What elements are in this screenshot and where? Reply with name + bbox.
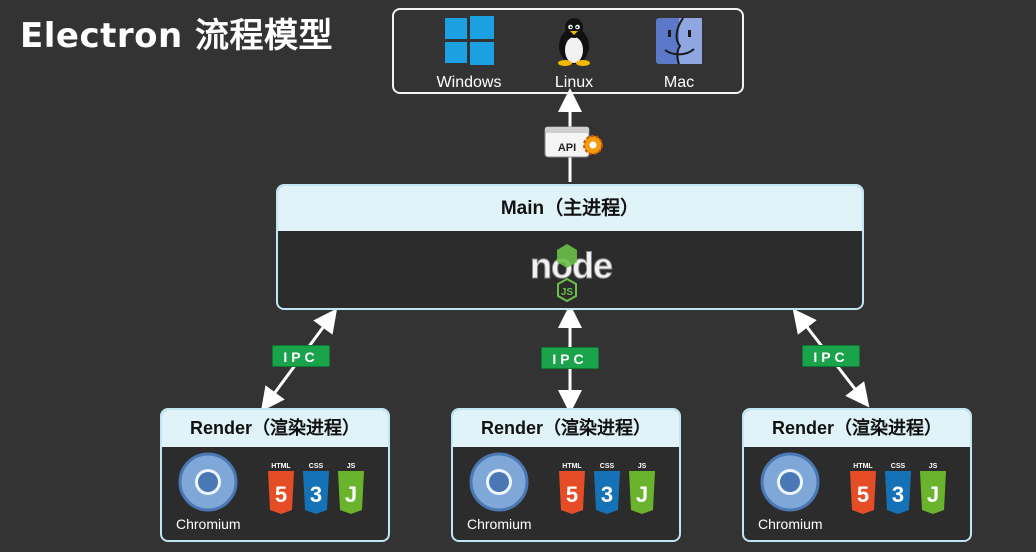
windows-icon — [445, 16, 494, 65]
css3-icon — [303, 471, 329, 514]
js-icon — [338, 471, 364, 514]
render-process-box-3: Render（渲染进程） Chromium HTML 5 CSS 3 JS J — [742, 408, 972, 542]
chromium-label: Chromium — [176, 516, 241, 532]
os-mac: Mac — [639, 16, 719, 92]
nodejs-badge-text: JS — [561, 287, 574, 298]
render-process-title: Render（渲染进程） — [162, 410, 388, 447]
html5-icon — [850, 471, 876, 514]
chromium-icon — [760, 452, 820, 512]
nodejs-logo-text: node — [530, 245, 612, 286]
linux-tux-icon — [558, 18, 590, 66]
svg-text:JS: JS — [347, 463, 356, 470]
os-mac-label: Mac — [663, 74, 695, 91]
api-badge: API — [544, 124, 604, 158]
chromium-label: Chromium — [758, 516, 823, 532]
api-label: API — [558, 142, 576, 154]
render-process-box-1: Render（渲染进程） Chromium HTML 5 CSS 3 JS J — [160, 408, 390, 542]
ipc-label-right: IPC — [802, 345, 860, 367]
css3-icon — [594, 471, 620, 514]
os-windows: Windows — [429, 16, 509, 92]
os-linux-label: Linux — [554, 74, 594, 91]
web-tech-icons: HTML 5 CSS 3 JS J — [559, 463, 655, 514]
svg-text:HTML: HTML — [562, 463, 582, 470]
svg-text:HTML: HTML — [271, 463, 291, 470]
render-process-title: Render（渲染进程） — [744, 410, 970, 447]
chromium-icon — [469, 452, 529, 512]
html5-icon — [559, 471, 585, 514]
svg-text:CSS: CSS — [309, 463, 324, 470]
svg-text:CSS: CSS — [600, 463, 615, 470]
svg-text:HTML: HTML — [853, 463, 873, 470]
svg-text:5: 5 — [566, 482, 578, 507]
mac-finder-icon — [656, 17, 702, 65]
svg-text:JS: JS — [929, 463, 938, 470]
os-windows-label: Windows — [436, 74, 502, 91]
svg-text:3: 3 — [601, 482, 613, 507]
svg-text:CSS: CSS — [891, 463, 906, 470]
html5-icon — [268, 471, 294, 514]
main-process-title: Main（主进程） — [278, 186, 862, 231]
main-process-box: Main（主进程） node JS — [276, 184, 864, 310]
js-icon — [920, 471, 946, 514]
ipc-label-center: IPC — [541, 347, 599, 369]
svg-text:5: 5 — [857, 482, 869, 507]
render-process-box-2: Render（渲染进程） Chromium HTML 5 CSS 3 JS J — [451, 408, 681, 542]
svg-text:3: 3 — [310, 482, 322, 507]
page-title: Electron 流程模型 — [20, 16, 334, 56]
render-process-title: Render（渲染进程） — [453, 410, 679, 447]
web-tech-icons: HTML 5 CSS 3 JS J — [850, 463, 946, 514]
ipc-label-left: IPC — [272, 345, 330, 367]
svg-text:5: 5 — [275, 482, 287, 507]
svg-text:J: J — [636, 482, 648, 507]
os-platform-box: Windows Linux Mac — [392, 8, 744, 94]
os-linux: Linux — [534, 16, 614, 92]
js-icon — [629, 471, 655, 514]
nodejs-logo: node JS — [530, 244, 614, 303]
svg-text:JS: JS — [638, 463, 647, 470]
css3-icon — [885, 471, 911, 514]
svg-text:3: 3 — [892, 482, 904, 507]
svg-text:J: J — [927, 482, 939, 507]
web-tech-icons: HTML 5 CSS 3 JS J — [268, 463, 364, 514]
chromium-label: Chromium — [467, 516, 532, 532]
chromium-icon — [178, 452, 238, 512]
svg-text:J: J — [345, 482, 357, 507]
